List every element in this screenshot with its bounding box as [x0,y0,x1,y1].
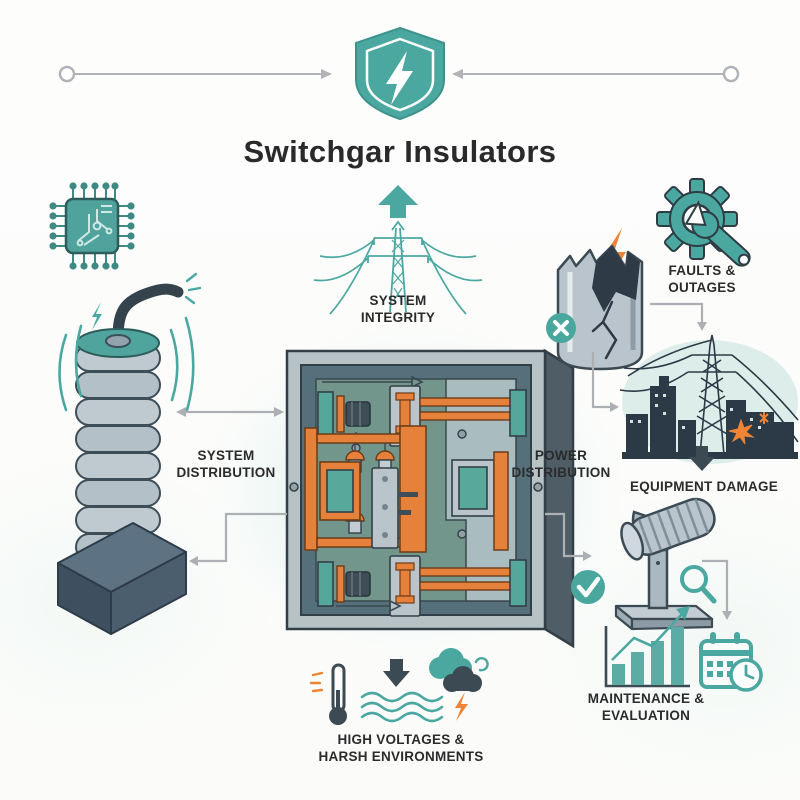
label-line: HARSH ENVIRONMENTS [318,749,484,764]
label-line: DISTRIBUTION [511,465,611,480]
shield-lightning-icon [355,26,445,121]
waves-icon [360,691,444,723]
checkmark-icon [571,570,605,604]
thermometer-icon [309,663,347,725]
magnifying-glass-icon [680,565,717,604]
label-system-distribution: SYSTEM DISTRIBUTION [177,447,276,481]
connectors [176,302,732,620]
label-line: SYSTEM [197,448,255,463]
label-high-voltages: HIGH VOLTAGES & HARSH ENVIRONMENTS [318,731,483,765]
down-arrow-icon [383,659,410,687]
header-connector-left [58,65,332,83]
label-line: DISTRIBUTION [176,465,276,480]
storm-cloud-icon [429,648,489,721]
label-line: SYSTEM [369,293,427,308]
equipment-box-icon [57,522,187,635]
label-line: MAINTENANCE & [587,691,705,706]
page-title: Switchgar Insulators [243,134,557,169]
label-line: EQUIPMENT DAMAGE [629,479,779,494]
wrench-insulator-icon [571,497,717,631]
broken-insulator-icon [546,228,644,371]
gear-wrench-icon [656,178,751,267]
switchgear-cabinet-illustration [285,348,575,649]
label-faults-outages: FAULTS & OUTAGES [668,262,736,296]
label-power-distribution: POWER DISTRIBUTION [512,447,611,481]
spark-icon [728,412,769,445]
label-maintenance-evaluation: MAINTENANCE & EVALUATION [588,690,705,724]
label-line: HIGH VOLTAGES & [337,732,465,747]
label-equipment-damage: EQUIPMENT DAMAGE [630,478,778,495]
label-line: POWER [534,448,588,463]
label-line: INTEGRITY [360,310,436,325]
label-line: OUTAGES [668,280,736,295]
label-line: EVALUATION [601,708,691,723]
small-lightning-icon [92,302,102,330]
city-power-outage-icon [619,334,799,471]
circuit-chip-icon [49,182,135,270]
header-connector-right [452,65,740,83]
label-system-integrity: SYSTEM INTEGRITY [361,292,435,326]
up-arrow-icon [378,185,418,218]
down-arrow-icon [689,446,715,471]
x-mark-icon [546,313,576,343]
vibration-arcs [58,316,195,412]
bar-chart-icon [604,606,690,688]
label-line: FAULTS & [668,263,736,278]
calendar-clock-icon [699,632,763,692]
transmission-tower-icon [313,220,483,315]
lightning-bolt-icon [455,692,468,721]
